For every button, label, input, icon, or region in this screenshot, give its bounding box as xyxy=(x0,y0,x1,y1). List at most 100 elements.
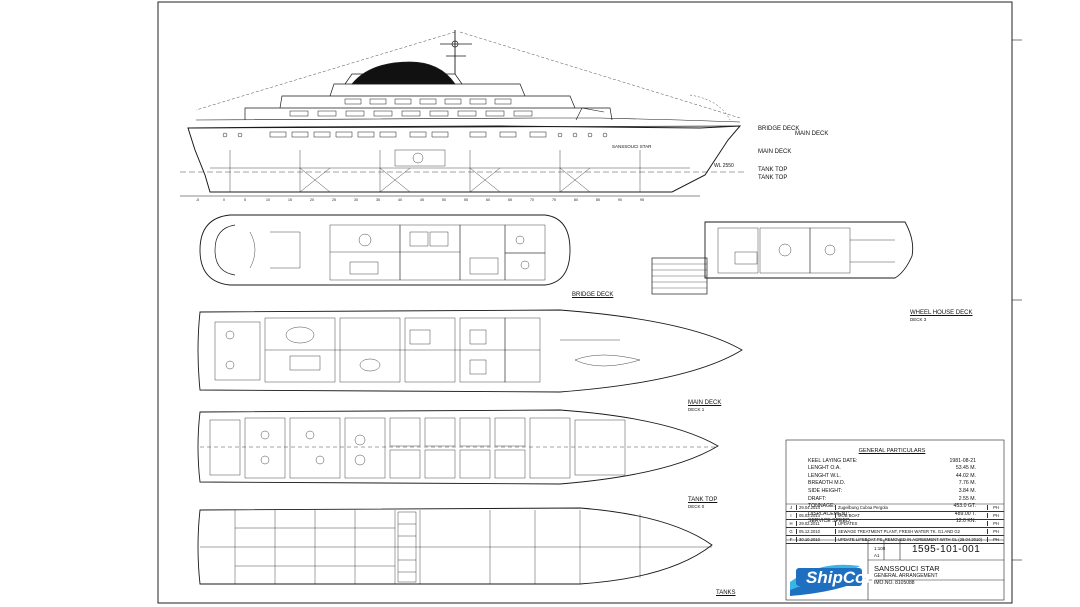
tanks-plan xyxy=(197,507,713,585)
particulars-value: 489.00 T. xyxy=(954,510,976,517)
particulars-value: 2.55 M. xyxy=(958,495,976,502)
particulars-value: 7.76 M. xyxy=(958,480,976,487)
label-wheel-house-deck-sub: DECK 3 xyxy=(910,317,927,322)
particulars-value: 53.45 M. xyxy=(955,465,976,472)
title-block xyxy=(785,439,1005,601)
label-wheel-house-deck: WHEEL HOUSE DECK xyxy=(910,310,973,316)
svg-text:5: 5 xyxy=(244,198,246,202)
revision-rev: H xyxy=(786,521,797,526)
particulars-row: TONNAGE: 453.0 GT. xyxy=(808,503,976,511)
particulars-row: LENGHT W.L. 44.02 M. xyxy=(808,473,976,481)
title-sheet: A1 xyxy=(874,553,880,558)
wheel-house-deck-plan xyxy=(651,221,914,295)
label-bridge-deck-elevation: BRIDGE DECK xyxy=(758,126,800,132)
svg-text:75: 75 xyxy=(552,198,556,202)
label-tank-top: TANK TOP xyxy=(688,497,718,503)
svg-text:15: 15 xyxy=(288,198,292,202)
svg-text:50: 50 xyxy=(442,198,446,202)
revision-text: Zugeilbung Cuboa Pergola xyxy=(838,505,888,510)
tank-top-plan xyxy=(197,409,719,485)
particulars-row: DISPLACEMENT: 489.00 T. xyxy=(808,511,976,519)
revision-text: UPDATE LIFEBOAT PS, REMOVED IN AGREEMENT… xyxy=(838,537,983,542)
revision-by: PH xyxy=(987,521,1004,526)
revision-date: 30.10.2010 xyxy=(797,537,836,542)
particulars-label: BREADTH M.D. xyxy=(808,480,846,487)
svg-text:40: 40 xyxy=(398,198,402,202)
particulars-row: KEEL LAYING DATE:1981-08-21 xyxy=(808,458,976,466)
label-main-deck-elevation-top: MAIN DECK xyxy=(795,131,829,137)
label-main-deck-elevation: MAIN DECK xyxy=(758,149,792,155)
label-tanks: TANKS xyxy=(716,590,736,596)
svg-text:35: 35 xyxy=(376,198,380,202)
revision-by: PH xyxy=(987,505,1004,510)
svg-text:30: 30 xyxy=(354,198,358,202)
label-waterline: WL 2550 xyxy=(714,163,734,169)
particulars-label: DRAFT: xyxy=(808,495,827,502)
svg-text:25: 25 xyxy=(332,198,336,202)
svg-text:20: 20 xyxy=(310,198,314,202)
svg-text:45: 45 xyxy=(420,198,424,202)
svg-text:95: 95 xyxy=(640,198,644,202)
title-drawing-title: GENERAL ARRANGEMENT xyxy=(874,573,938,579)
particulars-row: BREADTH M.D. 7.76 M. xyxy=(808,480,976,488)
revision-text: SEWAGE TREATMENT PLANT, FRESH WATER TK. … xyxy=(838,529,960,534)
general-particulars: GENERAL PARTICULARS KEEL LAYING DATE:198… xyxy=(808,448,976,526)
revision-rev: I xyxy=(786,513,797,518)
svg-text:70: 70 xyxy=(530,198,534,202)
svg-text:55: 55 xyxy=(464,198,468,202)
particulars-value: 12.0 KN. xyxy=(955,518,976,525)
particulars-value: 44.02 M. xyxy=(955,472,976,479)
revision-date: 29.02.2011 xyxy=(797,521,836,526)
shipcon-logo-text: ShipCon xyxy=(806,568,876,587)
svg-text:85: 85 xyxy=(596,198,600,202)
svg-text:10: 10 xyxy=(266,198,270,202)
svg-text:-5: -5 xyxy=(196,198,199,202)
particulars-value: 3.84 M. xyxy=(958,487,976,494)
bridge-deck-plan xyxy=(199,214,571,286)
label-tank-top-sub: DECK 0 xyxy=(688,504,705,509)
revision-date: 05.03.2014 xyxy=(797,513,836,518)
revision-text: UPDATES xyxy=(838,521,858,526)
revision-by: PH xyxy=(987,513,1004,518)
shipcon-logo xyxy=(790,564,866,596)
revision-by: PH xyxy=(987,529,1004,534)
svg-text:80: 80 xyxy=(574,198,578,202)
label-ship-name-hull: SANSSOUCI STAR xyxy=(612,144,652,149)
label-tank-top-elevation-1: TANK TOP xyxy=(758,167,788,173)
label-tank-top-elevation-2: TANK TOP xyxy=(758,175,788,181)
particulars-label: LENGHT W.L. xyxy=(808,472,841,479)
particulars-label: KEEL LAYING DATE: xyxy=(808,457,858,464)
revision-date: 05.12.2010 xyxy=(797,529,836,534)
revision-rev: J xyxy=(786,505,797,510)
main-deck-plan xyxy=(197,309,743,393)
particulars-heading: GENERAL PARTICULARS xyxy=(858,448,926,454)
particulars-row: LENGHT O.A. 53.45 M. xyxy=(808,465,976,473)
drawing-frame xyxy=(157,1,1022,604)
revision-text: MOB BOAT xyxy=(838,513,860,518)
particulars-label: DISPLACEMENT: xyxy=(808,510,850,517)
revision-rev: G xyxy=(786,529,797,534)
label-main-deck: MAIN DECK xyxy=(688,400,722,406)
svg-text:60: 60 xyxy=(486,198,490,202)
particulars-row: DRAFT: 2.55 M. xyxy=(808,496,976,504)
revision-date: 29.04.2014 xyxy=(797,505,836,510)
title-ship-name: SANSSOUCI STAR xyxy=(874,564,940,573)
particulars-label: LENGHT O.A. xyxy=(808,465,841,472)
label-bridge-deck: BRIDGE DECK xyxy=(572,292,614,298)
profile-view xyxy=(180,30,745,197)
drawing-number: 1595-101-001 xyxy=(912,544,981,555)
particulars-value: 453.0 GT. xyxy=(953,503,977,510)
particulars-label: TONNAGE: xyxy=(808,503,835,510)
svg-text:65: 65 xyxy=(508,198,512,202)
svg-text:90: 90 xyxy=(618,198,622,202)
particulars-row: SERVICE SPEED:12.0 KN. xyxy=(808,518,976,526)
svg-text:0: 0 xyxy=(223,198,225,202)
